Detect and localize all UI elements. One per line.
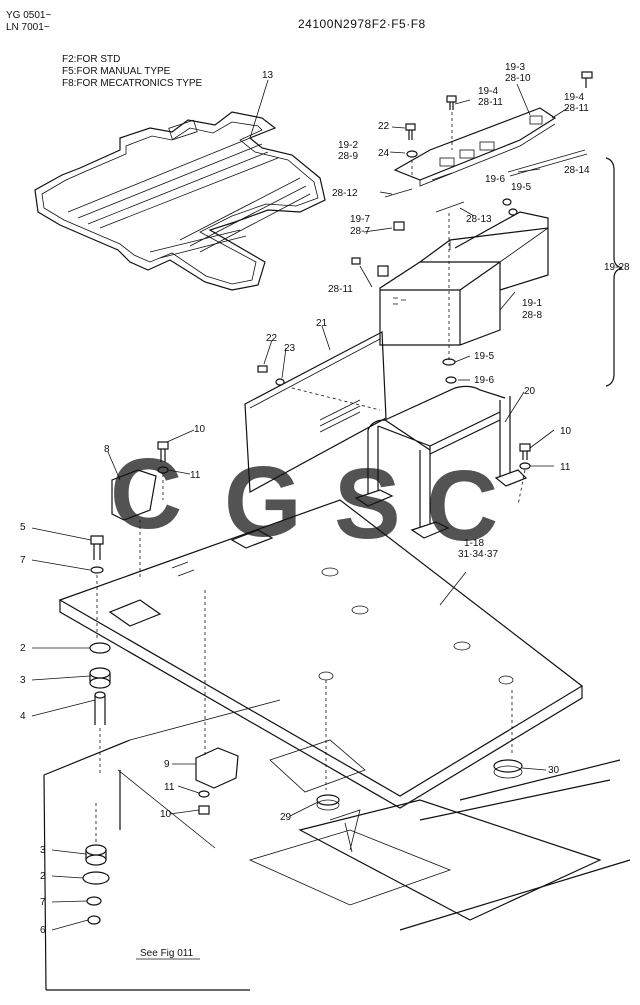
watermark-letter: C: [426, 450, 498, 562]
callout: 19-6: [485, 174, 505, 185]
callout: 6: [40, 925, 46, 936]
callout: 19-4: [564, 92, 584, 103]
callout: 28-11: [564, 103, 589, 114]
callout: 19-7: [350, 214, 370, 225]
controller-box: [379, 107, 588, 346]
main-plate: [58, 499, 584, 809]
base-frame: [43, 699, 631, 991]
callout: 28-10: [505, 73, 531, 84]
legend-line-1: F2:FOR STD: [62, 54, 120, 65]
callout: 10: [560, 426, 572, 437]
callout: 19-28: [604, 262, 630, 273]
watermark-letter: C: [110, 438, 182, 550]
callout: 22: [266, 333, 278, 344]
callout: 8: [104, 444, 110, 455]
legend-line-2: F5:FOR MANUAL TYPE: [62, 66, 171, 77]
callout: 19-5: [474, 351, 494, 362]
callout: 4: [20, 711, 26, 722]
callout: 28-9: [338, 151, 358, 162]
callout: 28-12: [332, 188, 358, 199]
watermark-letter: G: [224, 446, 302, 558]
callout: 2: [20, 643, 26, 654]
callout: 28-8: [522, 310, 542, 321]
callout: 10: [194, 424, 206, 435]
callout: 2: [40, 871, 46, 882]
callout: 21: [316, 318, 328, 329]
callout: 19-6: [474, 375, 494, 386]
callout: 31·34·37: [458, 549, 498, 560]
callout: 19-1: [522, 298, 542, 309]
callout: 9: [164, 759, 170, 770]
callout: 23: [284, 343, 296, 354]
callout: 24: [378, 148, 390, 159]
callout: 13: [262, 70, 274, 81]
support-frame: [354, 385, 528, 539]
part-code: 24100N2978F2·F5·F8: [298, 17, 426, 31]
callout: 19-4: [478, 86, 498, 97]
callout: 28-14: [564, 165, 590, 176]
callout: 3: [20, 675, 26, 686]
callout: 19-2: [338, 140, 358, 151]
model-line-2: LN 7001~: [6, 22, 50, 33]
assembly-guide-lines: [95, 112, 526, 842]
see-fig-reference: See Fig 011: [140, 948, 194, 959]
callout: 28-13: [466, 214, 492, 225]
callout: 28-11: [328, 284, 353, 295]
callout: 5: [20, 522, 26, 533]
callout: 11: [560, 462, 571, 473]
legend-line-3: F8:FOR MECATRONICS TYPE: [62, 78, 203, 89]
leader-lines: [31, 79, 569, 960]
hardware-parts: [82, 71, 593, 925]
watermark: C G S C: [110, 438, 498, 562]
callout: 1-18: [464, 538, 484, 549]
model-line-1: YG 0501~: [6, 10, 51, 21]
side-panel: [244, 331, 387, 493]
callout: 7: [20, 555, 26, 566]
callout: 20: [524, 386, 536, 397]
floor-mat: [34, 111, 326, 291]
callout: 10: [160, 809, 172, 820]
callout: 30: [548, 765, 560, 776]
callout: 11: [190, 470, 201, 481]
group-brace: [605, 157, 623, 387]
callout-labels: 13 19-3 28-10 19-4 28-11 19-4 28-11 22 2…: [20, 62, 630, 936]
callout: 28-11: [478, 97, 503, 108]
callout: 7: [40, 897, 46, 908]
callout: 19-5: [511, 182, 531, 193]
callout: 11: [164, 782, 175, 793]
callout: 28-7: [350, 226, 370, 237]
callout: 3: [40, 845, 46, 856]
callout: 19-3: [505, 62, 525, 73]
callout: 22: [378, 121, 390, 132]
watermark-letter: S: [334, 448, 401, 560]
callout: 29: [280, 812, 292, 823]
